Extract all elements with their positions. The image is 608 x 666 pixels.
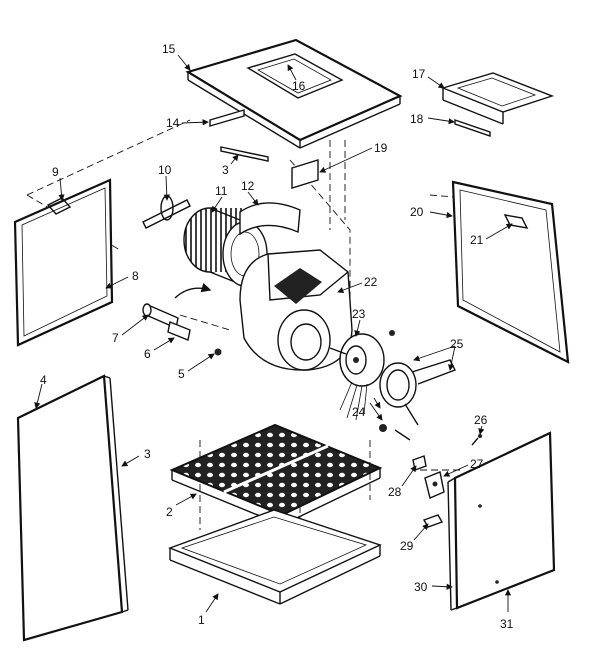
callout-19: 19 bbox=[374, 141, 388, 155]
callout-3-lower: 3 bbox=[144, 447, 151, 461]
callout-8: 8 bbox=[132, 269, 139, 283]
callout-31: 31 bbox=[500, 617, 514, 631]
callout-26: 26 bbox=[474, 413, 488, 427]
bracket bbox=[291, 159, 319, 189]
callout-20: 20 bbox=[410, 205, 424, 219]
bracket bbox=[209, 109, 245, 127]
right-side-panel bbox=[451, 180, 570, 364]
callout-21: 21 bbox=[470, 233, 484, 247]
callout-7: 7 bbox=[112, 331, 119, 345]
callout-24: 24 bbox=[352, 405, 366, 419]
top-cover bbox=[185, 38, 403, 149]
left-side-panel bbox=[13, 178, 114, 347]
callout-15: 15 bbox=[162, 42, 176, 56]
blower-motor bbox=[329, 333, 385, 421]
callout-9: 9 bbox=[52, 165, 59, 179]
callout-11: 11 bbox=[215, 184, 228, 198]
callout-6: 6 bbox=[144, 347, 151, 361]
callout-14: 14 bbox=[166, 116, 180, 130]
blower-wheel bbox=[183, 207, 268, 287]
callout-22: 22 bbox=[364, 275, 378, 289]
callout-labels: 1 2 3 3 4 5 6 7 8 9 10 11 12 14 15 16 17… bbox=[40, 42, 514, 631]
callout-16: 16 bbox=[292, 79, 306, 93]
motor-mount-ring bbox=[379, 359, 456, 426]
callout-12: 12 bbox=[241, 179, 255, 193]
callout-27: 27 bbox=[470, 457, 484, 471]
bracket bbox=[220, 146, 269, 162]
cutoff-plate bbox=[239, 202, 301, 236]
bracket bbox=[454, 119, 491, 137]
callout-17: 17 bbox=[412, 67, 426, 81]
callout-23: 23 bbox=[352, 307, 366, 321]
access-panel bbox=[447, 431, 556, 611]
callout-25: 25 bbox=[450, 337, 464, 351]
callout-3-upper: 3 bbox=[222, 163, 229, 177]
callout-5: 5 bbox=[178, 367, 185, 381]
blower-housing bbox=[174, 249, 353, 371]
motor-mount bbox=[142, 195, 191, 229]
duct-flange bbox=[440, 72, 555, 125]
filter-frame bbox=[168, 509, 382, 605]
callout-28: 28 bbox=[388, 485, 402, 499]
callout-1: 1 bbox=[198, 613, 205, 627]
callout-30: 30 bbox=[414, 580, 428, 594]
callout-18: 18 bbox=[410, 112, 424, 126]
callout-10: 10 bbox=[158, 163, 172, 177]
callout-29: 29 bbox=[400, 539, 414, 553]
callout-leaders bbox=[34, 54, 513, 613]
callout-4: 4 bbox=[40, 373, 47, 387]
callout-2: 2 bbox=[166, 505, 173, 519]
front-panel bbox=[16, 374, 129, 642]
